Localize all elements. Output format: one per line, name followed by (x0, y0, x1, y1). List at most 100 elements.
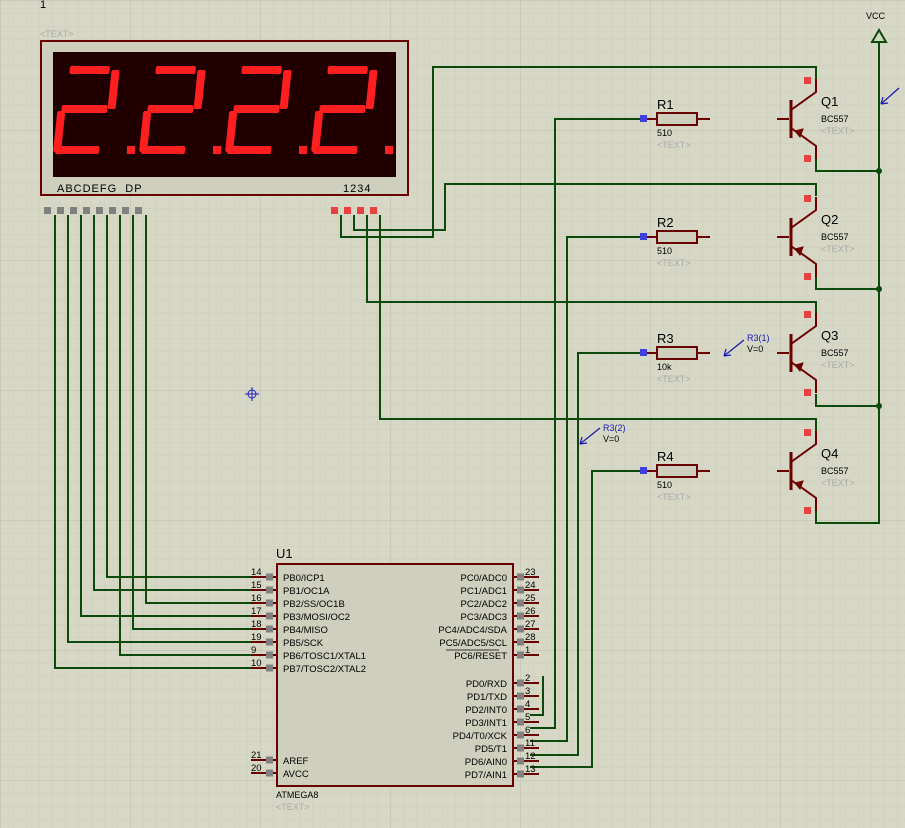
mcu-pin-number: 21 (251, 750, 262, 761)
wire-r1-drive[interactable] (530, 118, 644, 729)
mcu-right-pins: 23PC0/ADC024PC1/ADC125PC2/ADC226PC3/ADC3… (438, 567, 539, 781)
segment-b (365, 70, 378, 109)
wire-digit-4[interactable] (379, 215, 817, 431)
transistor-ref: Q2 (821, 212, 838, 227)
wire-seg-dp[interactable] (145, 215, 268, 604)
wire-r3-drive[interactable] (530, 352, 644, 756)
voltage-probe-r3-2[interactable]: R3(2) V=0 (579, 423, 626, 445)
mcu-pin-number: 20 (251, 763, 262, 774)
mcu-pin-number: 26 (525, 606, 536, 617)
mcu-pin-name: PC2/ADC2 (461, 599, 507, 610)
mcu-pin-name: PB0/ICP1 (283, 573, 325, 584)
resistor-body (656, 112, 698, 126)
vcc-rail-probe[interactable] (880, 87, 900, 105)
wire-seg-d[interactable] (93, 215, 268, 591)
wire-q3-emitter[interactable] (815, 394, 879, 407)
voltage-probe-r3-1[interactable]: R3(1) V=0 (723, 333, 770, 357)
wire-digit-2[interactable] (353, 183, 817, 231)
wire-q2-emitter[interactable] (815, 276, 879, 290)
resistor-pin (640, 349, 647, 356)
mcu-pin-number: 4 (525, 699, 530, 710)
wire-r2-drive[interactable] (530, 236, 644, 742)
mcu-pin-name: PB5/SCK (283, 638, 324, 649)
resistor-ref: R1 (657, 97, 674, 112)
wire-r4-drive[interactable] (530, 470, 644, 768)
wire-seg-g[interactable] (132, 215, 268, 630)
segment-g (233, 105, 280, 113)
seven-segment-display[interactable]: 1 <TEXT> ABCDEFG DP 1234 (40, 0, 409, 214)
mcu-pin-name: PC1/ADC1 (461, 586, 507, 597)
mcu-pin-name: PC0/ADC0 (461, 573, 507, 584)
mcu-pin-number: 18 (251, 619, 262, 630)
wire-digit-1[interactable] (340, 66, 817, 238)
mcu-pin-name: AVCC (283, 769, 309, 780)
mcu-pin-name: PD2/INT0 (465, 705, 507, 716)
segment-e (311, 111, 324, 152)
display-digit-labels: 1234 (343, 183, 371, 195)
resistor-value: 10k (657, 362, 672, 372)
wire-seg-f[interactable] (119, 215, 268, 656)
mcu-text-placeholder: <TEXT> (276, 802, 310, 812)
wire-seg-b[interactable] (67, 215, 268, 643)
segment-b (279, 70, 292, 109)
wire-q1-emitter[interactable] (815, 158, 879, 172)
wires (54, 42, 880, 768)
mcu-pin-name: PD5/T1 (475, 744, 507, 755)
wire-mcu-pd3[interactable] (530, 676, 544, 716)
wire-digit-3[interactable] (366, 215, 817, 315)
wire-seg-c[interactable] (80, 215, 268, 617)
emitter-arrow-icon (794, 128, 804, 138)
resistor-value: 510 (657, 246, 672, 256)
mcu-pin-number: 12 (525, 751, 536, 762)
wire-vcc-rail[interactable] (815, 42, 880, 524)
mcu-pin-name: PD3/INT1 (465, 718, 507, 729)
segment-d (313, 146, 358, 154)
display-digit-2 (139, 66, 221, 154)
wire-seg-e[interactable] (106, 215, 268, 578)
vcc-terminal[interactable]: VCC (866, 11, 888, 43)
mcu-pin-number: 2 (525, 673, 530, 684)
mcu-pin-number: 16 (251, 593, 262, 604)
wire-seg-a[interactable] (54, 215, 268, 669)
mcu-pin-number: 3 (525, 686, 530, 697)
vcc-arrow-icon (870, 28, 888, 43)
mcu-pin-name: PD0/RXD (466, 679, 507, 690)
mcu-atmega8[interactable]: U1 14PB0/ICP115PB1/OC1A16PB2/SS/OC1B17PB… (251, 546, 539, 812)
transistor-model: BC557 (821, 232, 849, 242)
